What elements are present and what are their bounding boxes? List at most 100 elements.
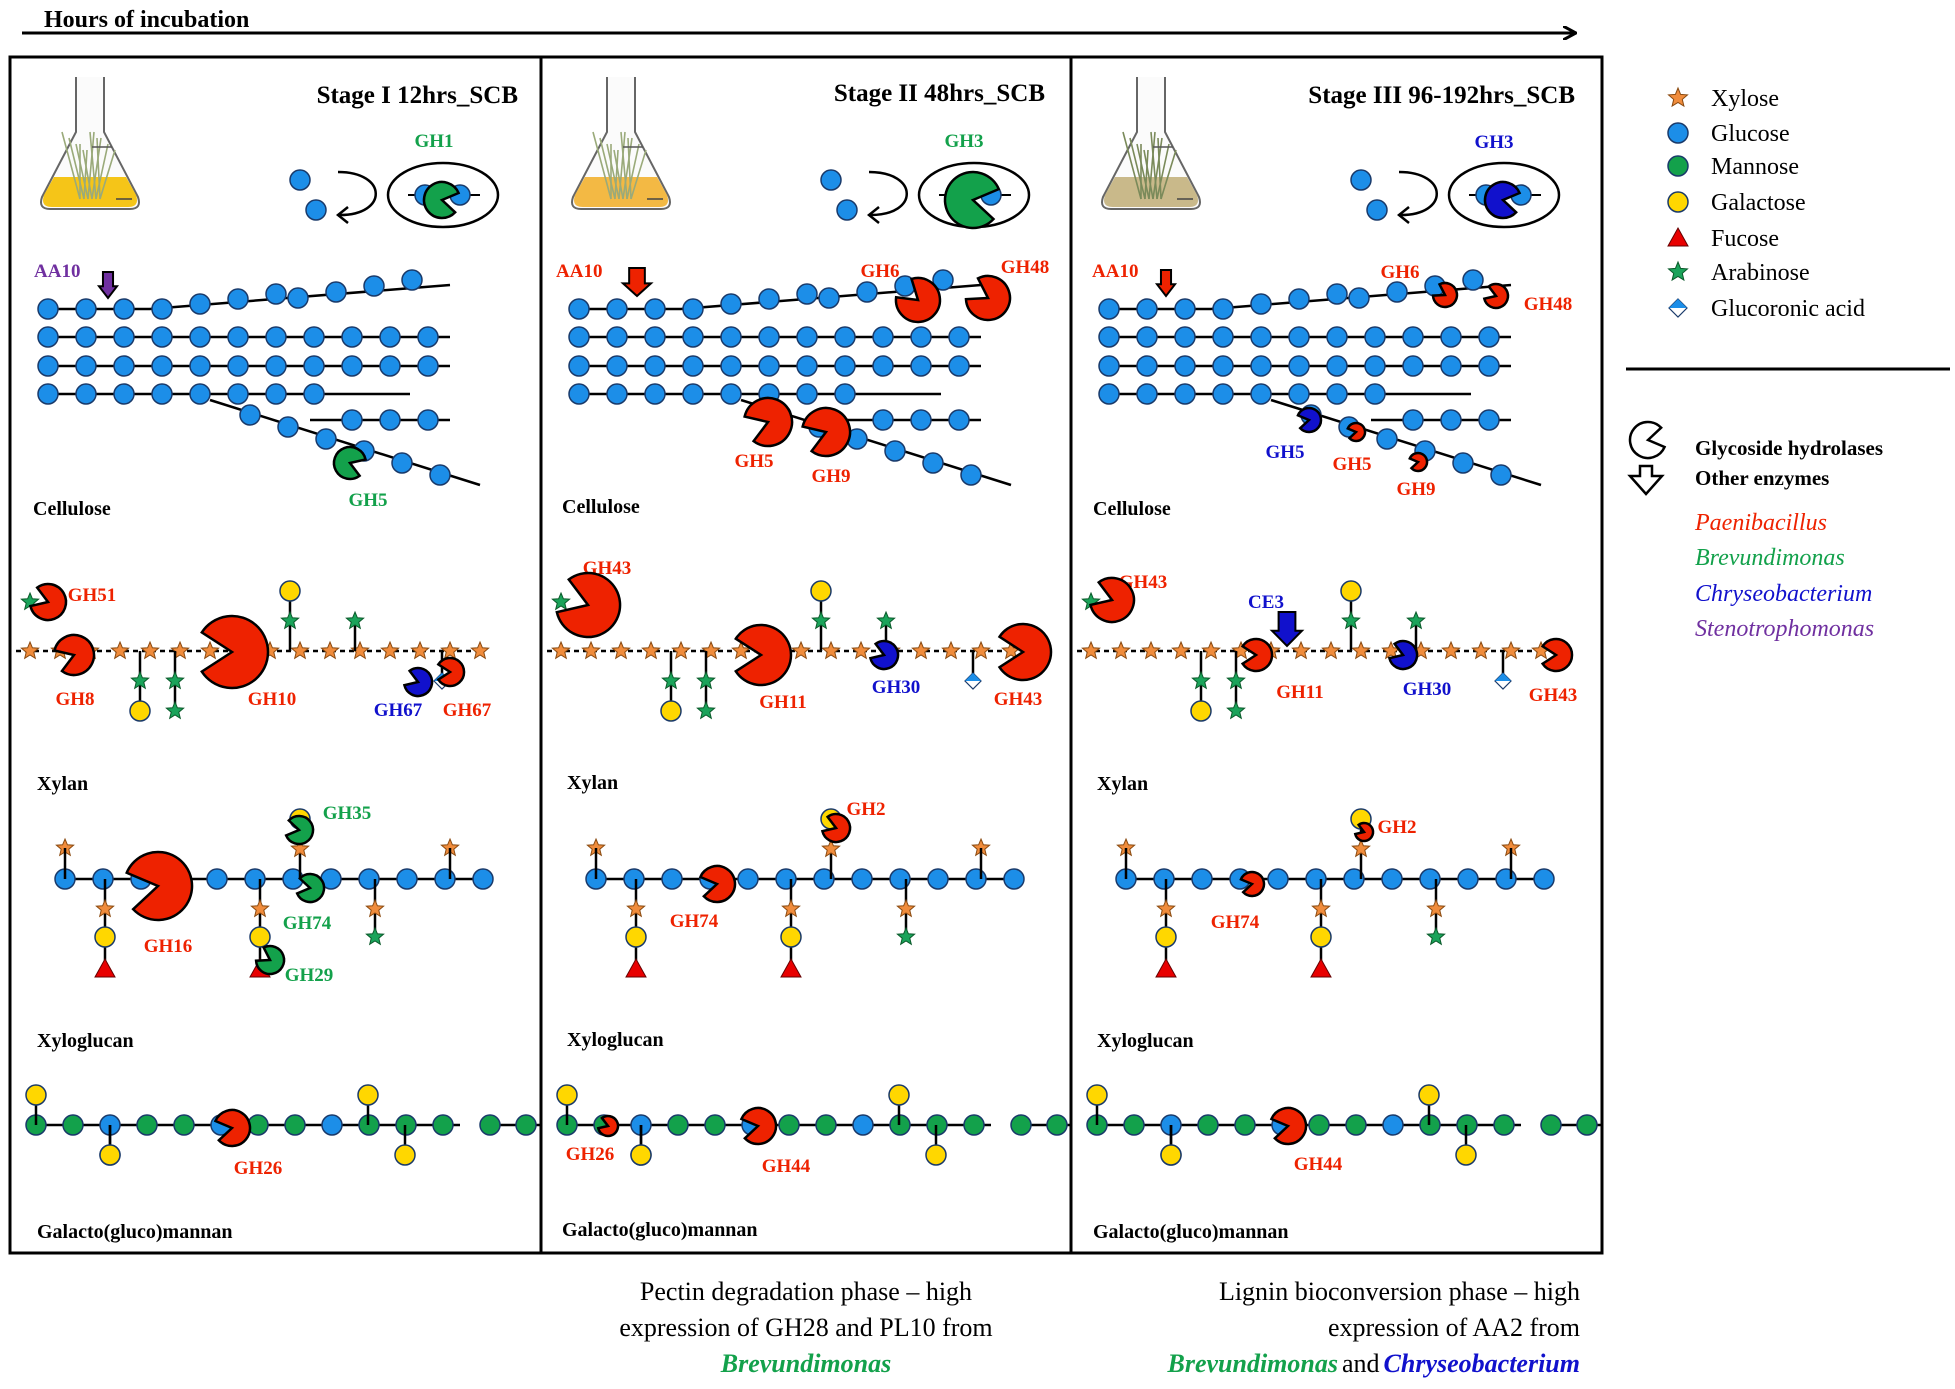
lignin-note-org2: Chryseobacterium [1384, 1349, 1580, 1378]
aa10-arrow-icon [1154, 269, 1178, 298]
glucose-icon [1098, 383, 1120, 405]
glucose-icon [644, 355, 666, 377]
xylose-icon [851, 640, 871, 660]
glycoside-hydrolase-icon [28, 582, 68, 622]
glucose-icon [151, 326, 173, 348]
glucose-icon [321, 1114, 343, 1136]
glucose-icon [1440, 326, 1462, 348]
glycoside-hydrolase-icon [1540, 637, 1574, 673]
plant-stem [1136, 143, 1150, 200]
arabinose-icon [1667, 260, 1689, 282]
galactose-icon [94, 926, 116, 948]
arabinose-icon [1426, 926, 1446, 946]
glycoside-hydrolase-icon [894, 276, 942, 324]
xylose-icon [1156, 898, 1176, 918]
arabinose-icon [1226, 700, 1246, 720]
glucose-icon [568, 298, 590, 320]
glucose-icon [75, 355, 97, 377]
fucose-icon [1667, 226, 1689, 247]
enzyme-label: GH16 [144, 936, 193, 957]
legend-label: Fucose [1711, 226, 1779, 252]
glycoside-hydrolase-icon [743, 396, 794, 448]
pectin-note-line1: Pectin degradation phase – high [640, 1277, 972, 1306]
glycoside-hydrolase-icon [820, 812, 852, 844]
glucose-icon [227, 288, 249, 310]
glycoside-hydrolase-icon [1239, 870, 1266, 898]
glucose-icon [682, 326, 704, 348]
legend: Xylose Glucose Mannose Galactose Fucose … [1626, 86, 1950, 642]
glucose-icon [927, 868, 949, 890]
glucose-icon [303, 355, 325, 377]
xylose-icon [581, 640, 601, 660]
glucose-icon [1440, 409, 1462, 431]
glucose-icon [37, 355, 59, 377]
xylan-label: Xylan [37, 773, 88, 795]
stage-1-title: Stage I 12hrs_SCB [317, 82, 518, 109]
glucose-icon [1366, 199, 1388, 221]
plant-stem [627, 137, 632, 200]
plant-stem [1150, 131, 1158, 200]
fucose-icon [625, 957, 647, 978]
glucose-icon [737, 868, 759, 890]
glucose-icon [1174, 298, 1196, 320]
xylose-icon [350, 640, 370, 660]
xylose-icon [1081, 640, 1101, 660]
glucose-icon [884, 440, 906, 462]
arabinose-icon [876, 610, 896, 630]
stage-3-title: Stage III 96-192hrs_SCB [1308, 82, 1575, 109]
glucose-icon [265, 383, 287, 405]
flask-icon [1101, 77, 1201, 210]
glucose-icon [623, 868, 645, 890]
legend-organism: Paenibacillus [1694, 510, 1827, 536]
enzyme-label: GH6 [860, 261, 899, 282]
glucose-icon [401, 269, 423, 291]
glucose-icon [872, 409, 894, 431]
glucose-icon [303, 326, 325, 348]
galactose-icon [357, 1084, 379, 1106]
mannose-icon [1123, 1114, 1145, 1136]
legend-organism: Brevundimonas [1695, 545, 1845, 571]
xylose-icon [821, 640, 841, 660]
glucose-icon [796, 383, 818, 405]
glucose-icon [287, 287, 309, 309]
plant-stem [1156, 143, 1170, 200]
lignin-note-line1: Lignin bioconversion phase – high [1219, 1277, 1580, 1306]
enzyme-label: GH43 [1529, 685, 1578, 706]
plant-stem [618, 131, 626, 200]
glucose-icon [910, 409, 932, 431]
glucose-icon [1250, 326, 1272, 348]
glucose-icon [239, 404, 261, 426]
glucose-icon [1326, 283, 1348, 305]
glucose-icon [325, 281, 347, 303]
glucose-icon [1288, 383, 1310, 405]
mannose-icon [815, 1114, 837, 1136]
galactose-icon [1086, 1084, 1108, 1106]
glucose-icon [1288, 288, 1310, 310]
galactose-icon [394, 1144, 416, 1166]
mannose-icon [1046, 1114, 1068, 1136]
glucoronic-acid-fill [1495, 673, 1511, 681]
glycoside-hydrolase-icon [1387, 639, 1419, 671]
mannose-icon [704, 1114, 726, 1136]
galactose-icon [888, 1084, 910, 1106]
glycoside-hydrolase-icon [332, 445, 368, 481]
xylose-icon [365, 898, 385, 918]
glucose-icon [1098, 326, 1120, 348]
glucose-icon [834, 355, 856, 377]
galactose-icon [1455, 1144, 1477, 1166]
mannose-icon [479, 1114, 501, 1136]
xylose-icon [791, 640, 811, 660]
glucose-icon [1402, 355, 1424, 377]
glycoside-hydrolase-icon [596, 1114, 620, 1138]
glucose-icon [113, 326, 135, 348]
xylan-label: Xylan [1097, 773, 1148, 795]
enzyme-label: GH3 [1474, 132, 1513, 153]
glucose-icon [1212, 326, 1234, 348]
galactose-icon [25, 1084, 47, 1106]
glucose-icon [851, 868, 873, 890]
plant-stem [620, 131, 628, 200]
pectin-note-organism: Brevundimonas [720, 1349, 892, 1378]
legend-label: Glucose [1711, 121, 1790, 147]
xylose-icon [470, 640, 490, 660]
glucose-icon [1364, 326, 1386, 348]
